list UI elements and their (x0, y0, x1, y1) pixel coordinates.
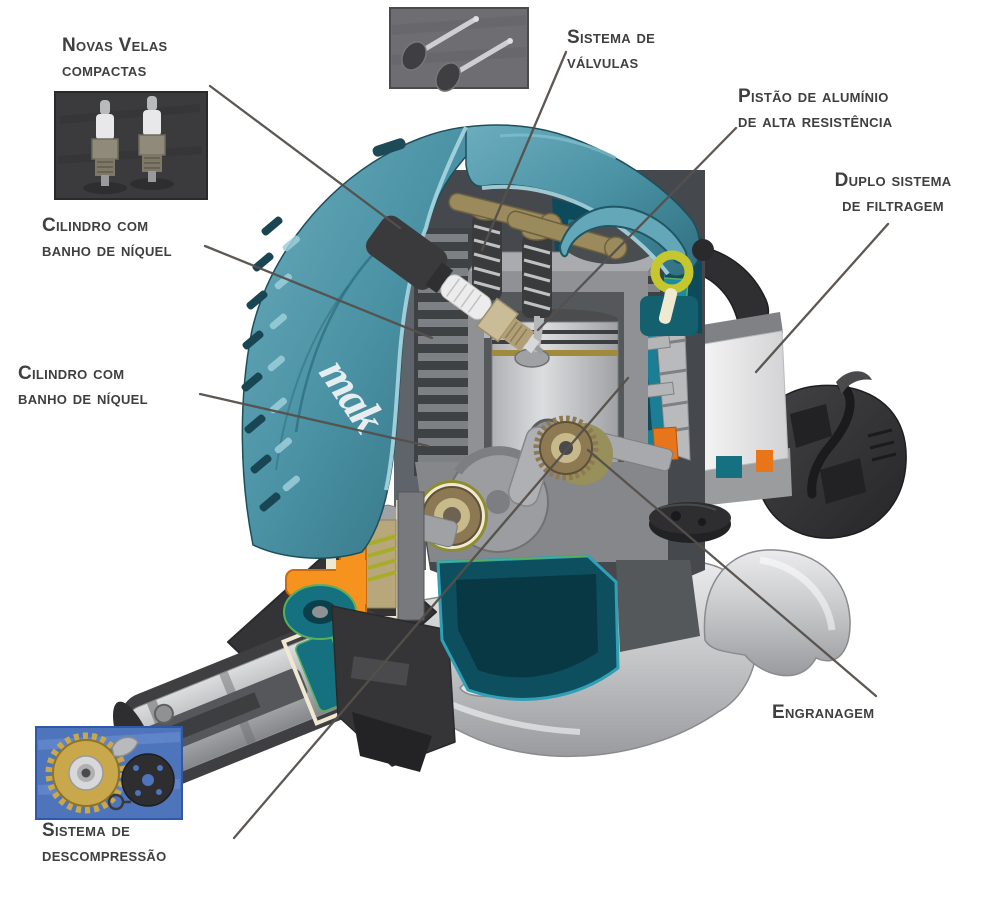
label-cilindro-niquel-2: Cilindro com banho de níquel (18, 361, 148, 411)
label-line: banho de níquel (18, 388, 148, 409)
label-line: Novas Velas (62, 35, 168, 56)
leader-cilindro-1 (203, 244, 434, 340)
decomp-lever (111, 736, 139, 758)
label-line: Cilindro com (18, 363, 125, 384)
leader-pistao (536, 126, 738, 332)
starter-housing (755, 371, 907, 539)
label-sistema-valvulas: Sistema de válvulas (567, 25, 655, 75)
label-line: descompressão (42, 845, 167, 866)
label-line: válvulas (567, 52, 639, 73)
oil-reservoir (436, 554, 620, 701)
mount-block (331, 560, 700, 772)
spark-plug (365, 215, 544, 354)
label-engranagem: Engranagem (772, 700, 874, 725)
label-line: Sistema de (567, 27, 656, 48)
label-line: Duplo sistema (834, 170, 952, 191)
decompression-photo (35, 726, 183, 820)
label-line: de filtragem (842, 195, 944, 216)
label-novas-velas: Novas Velas compactas (62, 33, 168, 83)
label-line: compactas (62, 60, 147, 81)
leader-novas-velas (208, 84, 402, 230)
label-line: Cilindro com (42, 215, 149, 236)
leader-cilindro-2 (198, 392, 430, 448)
label-pistao-aluminio: Pistão de alumínio de alta resistência (738, 84, 892, 134)
label-line: Engranagem (772, 702, 875, 723)
rocker-arms (448, 192, 628, 260)
valve-2 (435, 38, 513, 92)
label-line: de alta resistência (738, 111, 893, 132)
leader-lines (198, 50, 890, 840)
primer-hose (640, 239, 714, 336)
leader-duplo (754, 222, 890, 374)
label-sistema-descompressao: Sistema de descompressão (42, 818, 167, 868)
oil-cap (649, 502, 731, 543)
leader-engranagem (586, 448, 878, 698)
valve-1 (401, 16, 479, 71)
cover-vents (241, 216, 301, 512)
spark-plugs-photo (54, 91, 208, 200)
label-duplo-sistema-filtragem: Duplo sistema de filtragem (795, 168, 991, 218)
label-cilindro-niquel-1: Cilindro com banho de níquel (42, 213, 172, 263)
decomp-gear (45, 732, 127, 814)
label-line: Pistão de alumínio (738, 86, 889, 107)
leader-descompressao (232, 376, 630, 840)
decomp-plate (121, 753, 175, 807)
label-line: banho de níquel (42, 240, 172, 261)
leader-valvulas (480, 50, 568, 252)
valves-photo (389, 7, 529, 92)
label-line: Sistema de (42, 820, 131, 841)
